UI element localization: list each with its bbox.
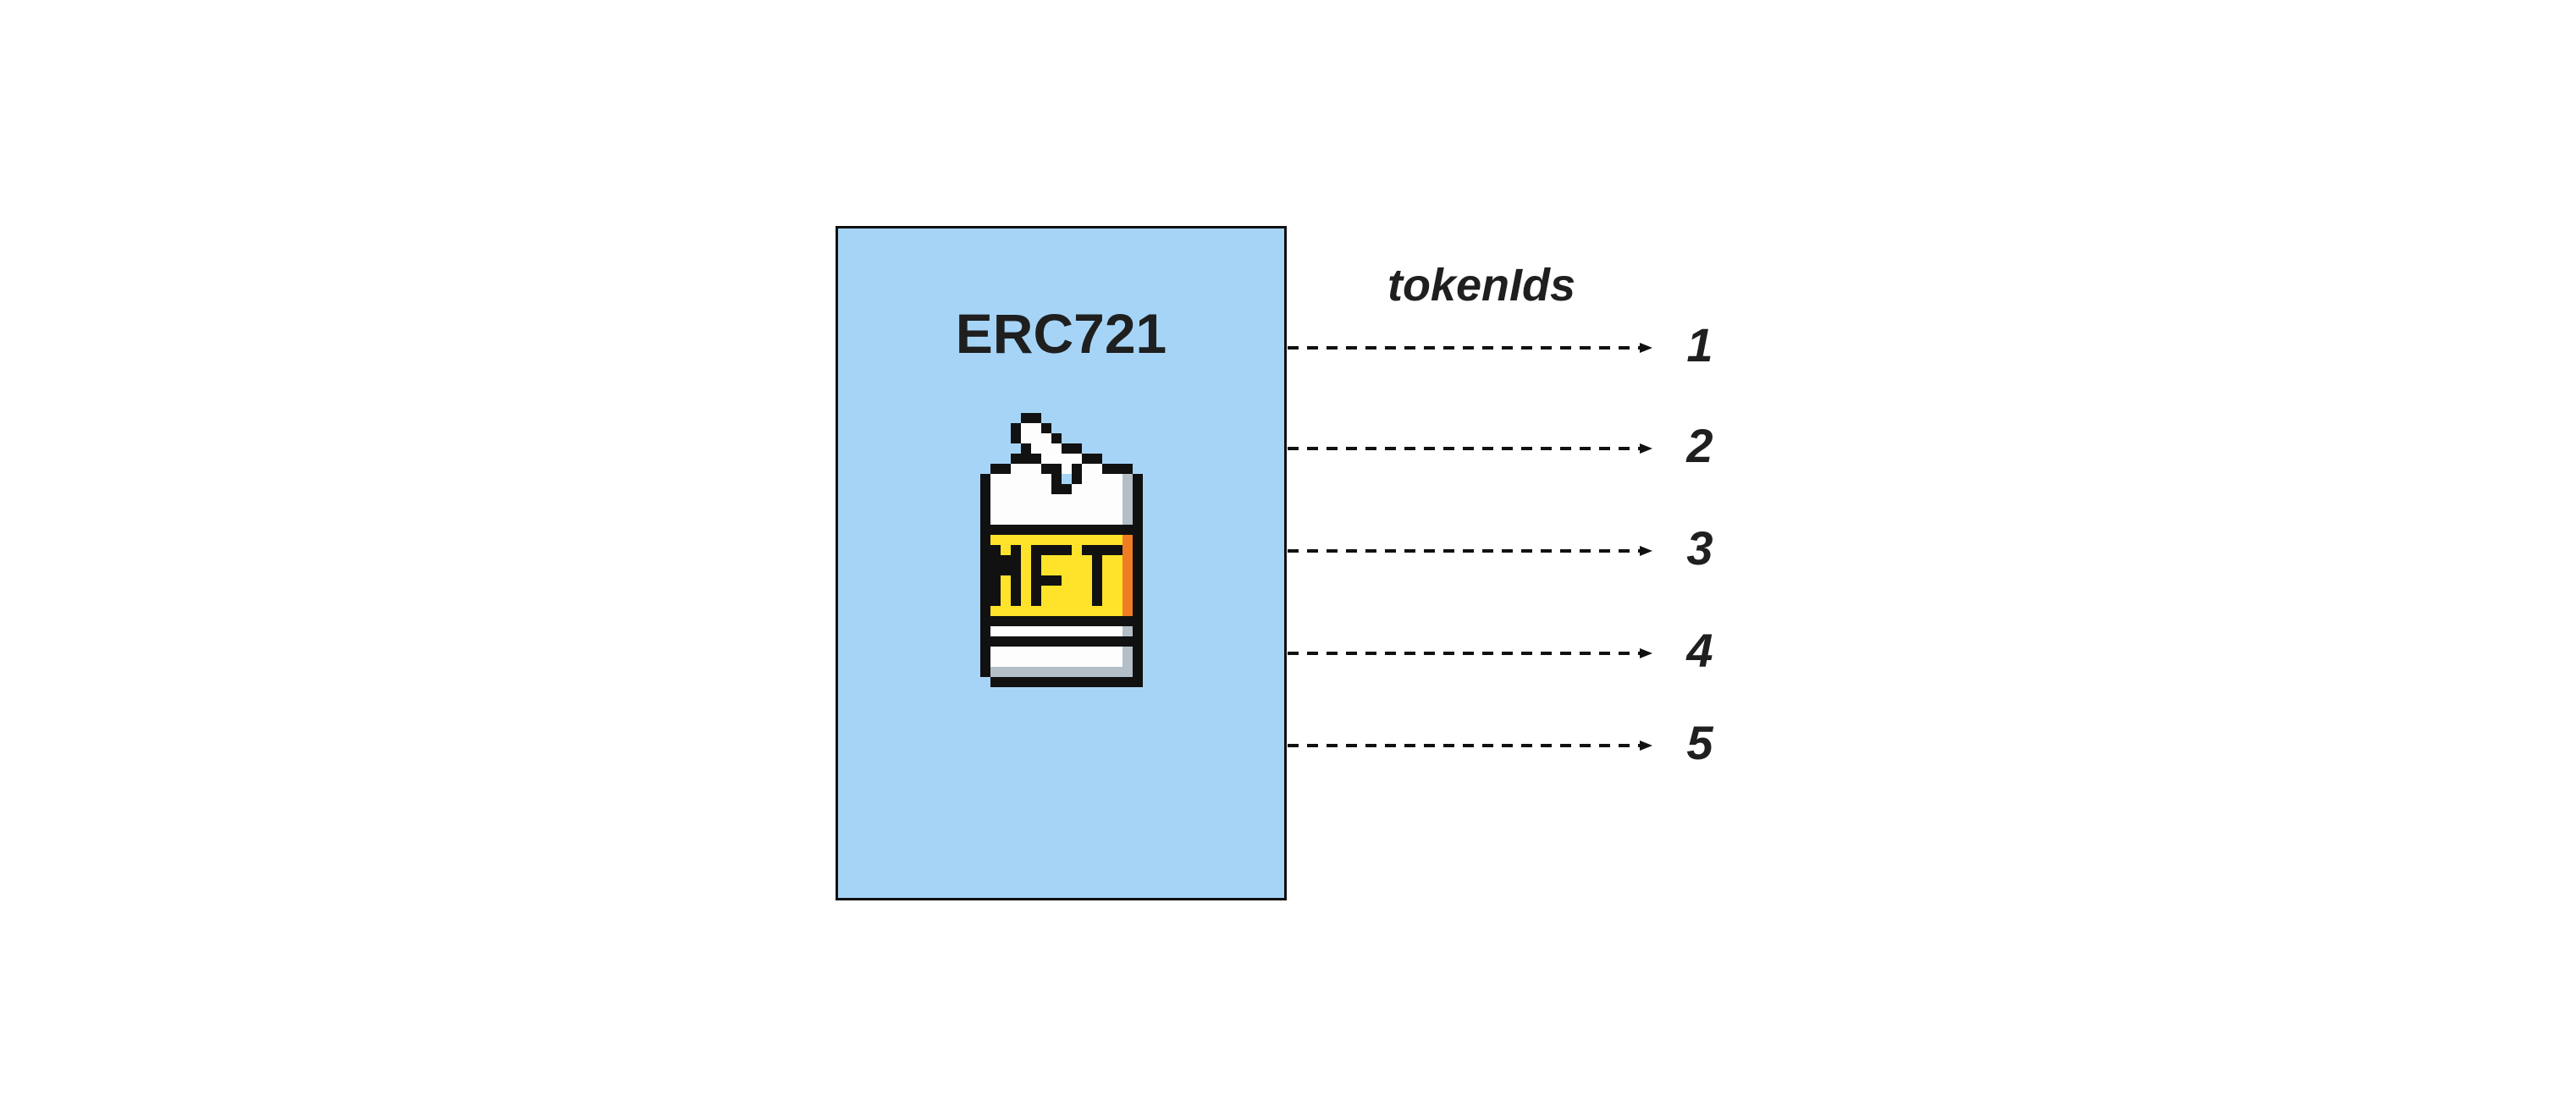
erc721-contract-box: ERC721 <box>836 226 1287 900</box>
arrowhead-icon <box>1640 648 1652 658</box>
arrowhead-icon <box>1640 546 1652 556</box>
token-id-label: 3 <box>1686 521 1713 575</box>
token-id-label: 1 <box>1686 318 1713 372</box>
contract-title: ERC721 <box>955 302 1167 365</box>
token-id-label: 5 <box>1686 716 1713 769</box>
dashed-arrow <box>1288 740 1652 751</box>
dashed-arrow <box>1288 443 1652 454</box>
dashed-arrow <box>1288 648 1652 658</box>
arrowhead-icon <box>1640 740 1652 751</box>
dashed-arrow <box>1288 343 1652 353</box>
token-ids-heading: tokenIds <box>1387 260 1576 311</box>
nft-tag-icon <box>980 413 1143 687</box>
arrowhead-icon <box>1640 343 1652 353</box>
token-id-label: 4 <box>1686 624 1713 677</box>
dashed-arrow <box>1288 546 1652 556</box>
arrowhead-icon <box>1640 443 1652 454</box>
token-id-label: 2 <box>1686 419 1713 472</box>
